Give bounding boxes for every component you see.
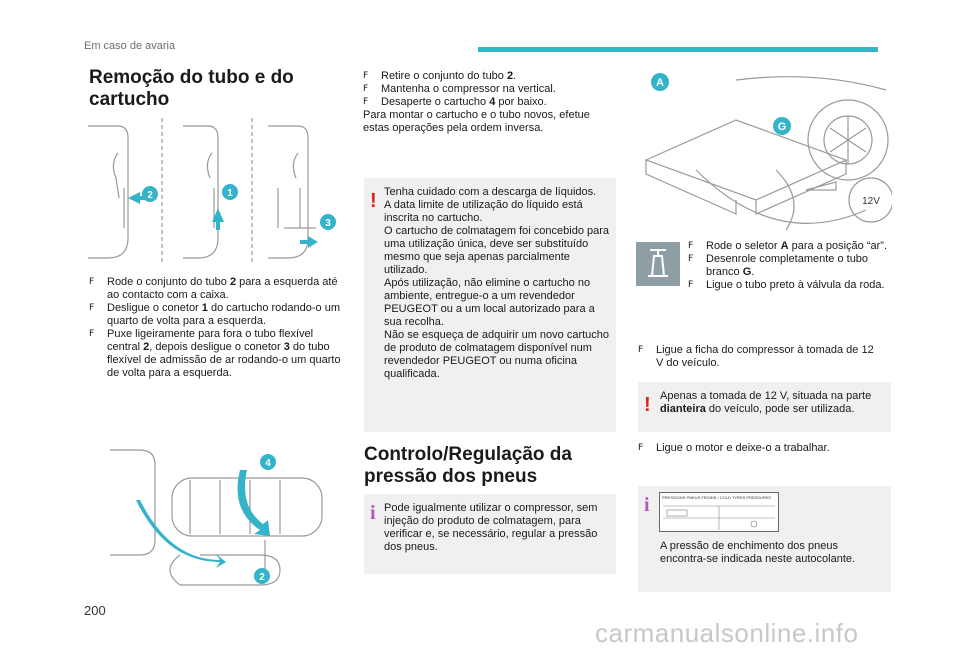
figure-label: 2 (259, 572, 265, 583)
badge-2 (254, 568, 270, 584)
section-title-pressure: Controlo/Regulação da pressão dos pneus (364, 444, 572, 487)
header-accent-bar (478, 47, 878, 52)
svg-text:PRESSIONS PNEUS FROIDS / COLD: PRESSIONS PNEUS FROIDS / COLD TYRES PRES… (662, 495, 771, 500)
figure-label: 2 (147, 190, 153, 201)
figure-label: 1 (227, 188, 233, 199)
cartridge-removal-illustration: 2 1 3 (88, 118, 346, 263)
info-box-compressor: i Pode igualmente utilizar o compressor,… (364, 494, 616, 574)
badge-4 (260, 454, 276, 470)
warning-text: Tenha cuidado com a descarga de líquidos… (384, 186, 610, 380)
socket-label: 12V (862, 196, 880, 207)
badge-a (651, 73, 669, 91)
sticker-info-text: A pressão de enchimento dos pneus encont… (660, 540, 856, 565)
info-icon: i (370, 502, 376, 524)
tyre-pressure-sticker: PRESSIONS PNEUS FROIDS / COLD TYRES PRES… (659, 492, 779, 532)
figure-label: 4 (265, 458, 271, 469)
badge-g (773, 117, 791, 135)
page-number: 200 (84, 603, 106, 618)
figure-label: A (656, 77, 664, 89)
reassembly-paragraph: Para montar o cartucho e o tubo novos, e… (363, 109, 590, 134)
section-header: Em caso de avaria (84, 40, 176, 52)
selector-position-icon (636, 242, 680, 286)
figure-label: 3 (325, 218, 331, 229)
info-text: Pode igualmente utilizar o compressor, s… (384, 502, 598, 553)
badge-1 (222, 184, 238, 200)
badge-3 (320, 214, 336, 230)
compressor-connection-illustration: A G 12V (636, 70, 892, 240)
section-title-removal: Remoção do tubo e do cartucho (89, 67, 294, 110)
warning-text: Apenas a tomada de 12 V, situada na part… (660, 390, 872, 415)
warning-box-socket: ! Apenas a tomada de 12 V, situada na pa… (638, 382, 891, 432)
cartridge-unscrew-illustration: 4 2 (100, 440, 340, 610)
figure-label: G (778, 121, 787, 133)
info-icon: i (644, 494, 650, 516)
warning-icon: ! (644, 394, 651, 416)
watermark: carmanualsonline.info (595, 618, 859, 648)
warning-box-cartridge: ! Tenha cuidado com a descarga de líquid… (364, 178, 616, 432)
warning-icon: ! (370, 190, 377, 212)
